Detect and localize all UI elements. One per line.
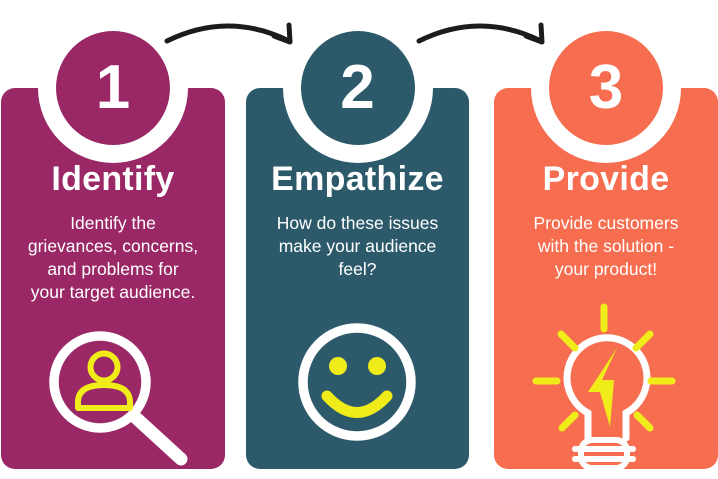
step-number: 3 — [588, 53, 624, 122]
step-number-badge: 1 — [56, 31, 170, 145]
step-title: Empathize — [271, 160, 444, 198]
step-card-provide: 3 Provide Provide customers with the sol… — [494, 13, 718, 469]
step-number: 2 — [340, 53, 375, 122]
arrow-2-icon — [416, 22, 545, 45]
step-card-empathize: 2 Empathize How do these issues make you… — [246, 13, 469, 469]
step-number-badge: 3 — [549, 31, 663, 145]
step-description: Provide customers with the solution - yo… — [533, 213, 679, 279]
step-number: 1 — [95, 53, 131, 122]
step-description: How do these issues make your audience f… — [276, 213, 439, 279]
step-description: Identify the grievances, concerns, and p… — [27, 213, 199, 302]
step-title: Identify — [51, 160, 175, 198]
step-number-badge: 2 — [300, 31, 415, 145]
arrow-1-icon — [164, 22, 293, 45]
step-card-identify: 1 Identify Identify the grievances, conc… — [1, 13, 225, 469]
step-title: Provide — [542, 160, 670, 198]
